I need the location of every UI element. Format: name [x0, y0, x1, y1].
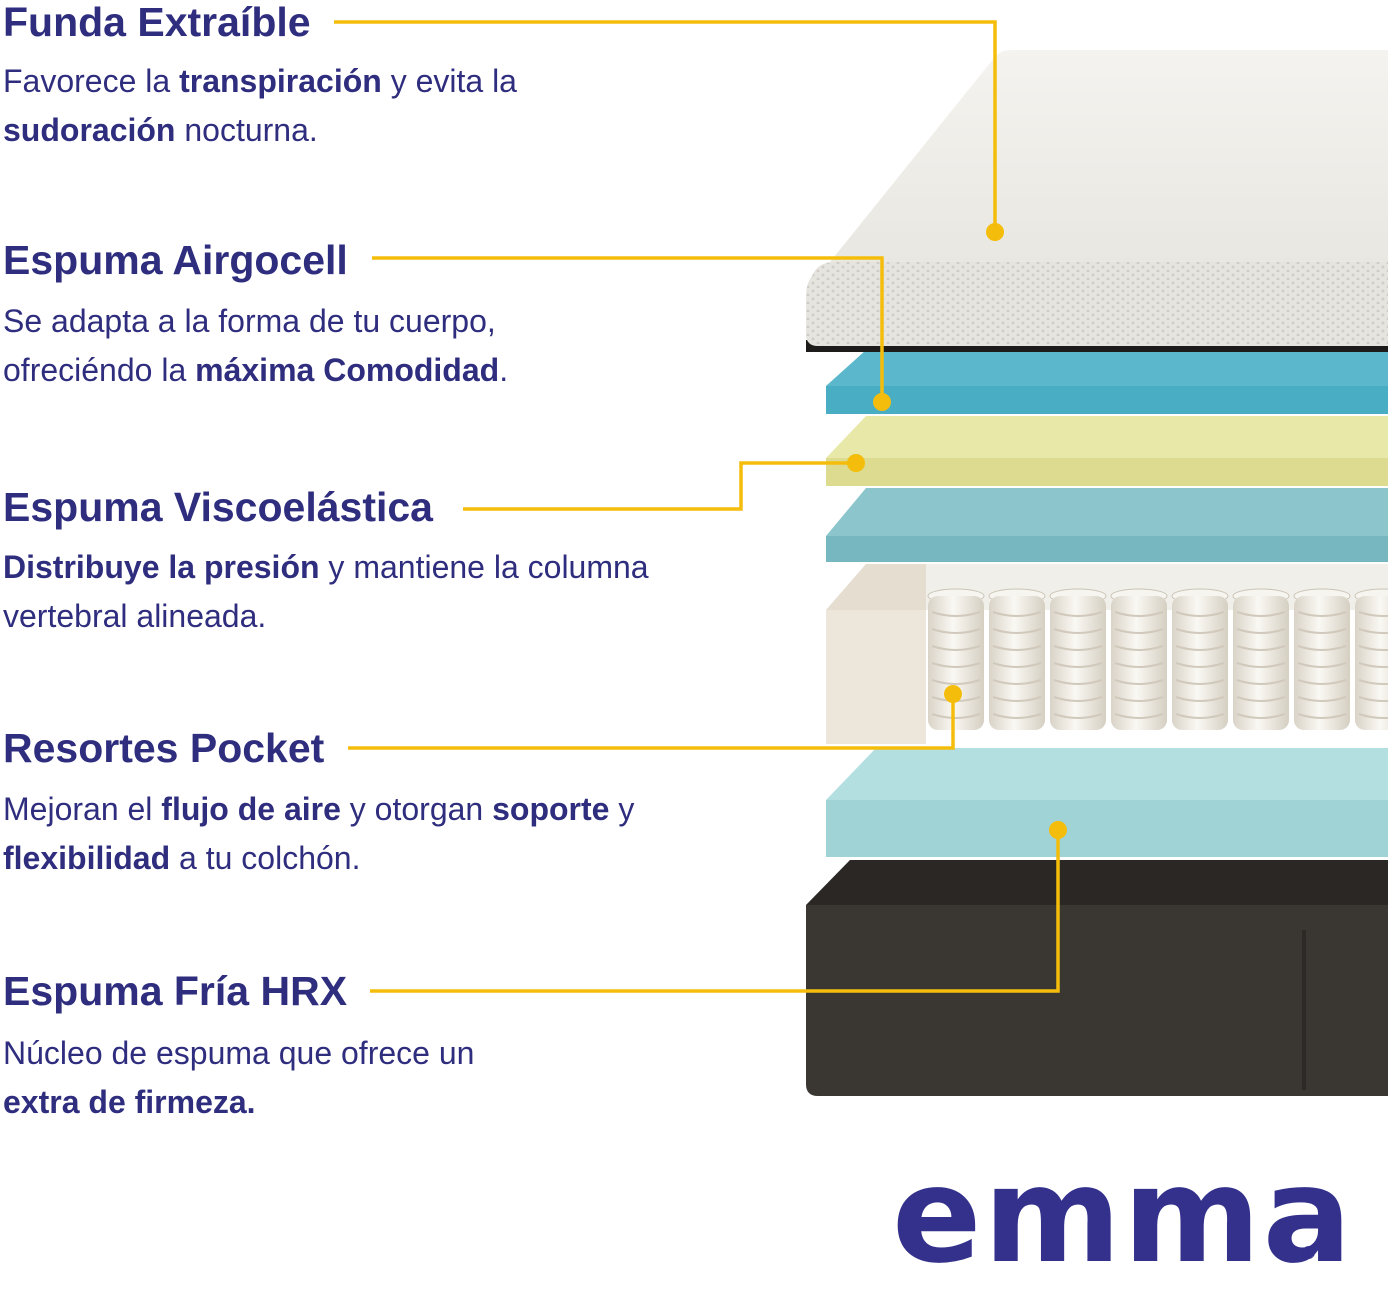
leader-dot-airgocell	[873, 393, 891, 411]
desc-bold-run: máxima Comodidad	[195, 352, 500, 388]
desc-run: nocturna.	[175, 112, 318, 148]
desc-run: vertebral alineada.	[3, 598, 267, 634]
leader-line-hrx	[370, 830, 1060, 993]
spring-coil	[1049, 588, 1107, 730]
layer-desc-hrx: Núcleo de espuma que ofrece un extra de f…	[3, 1029, 474, 1127]
leader-dots	[847, 223, 1067, 839]
desc-line: flexibilidad a tu colchón.	[3, 840, 360, 876]
desc-line: vertebral alineada.	[3, 598, 266, 634]
leader-line-pocket	[348, 694, 955, 750]
desc-line: extra de firmeza.	[3, 1084, 256, 1120]
hrx-foam-layer	[826, 748, 1388, 857]
transition-foam-layer	[826, 488, 1388, 562]
desc-line: Distribuye la presión y mantiene la colu…	[3, 549, 649, 585]
layer-desc-airgocell: Se adapta a la forma de tu cuerpo, ofreci…	[3, 297, 508, 395]
desc-line: Núcleo de espuma que ofrece un	[3, 1035, 474, 1071]
desc-run: Se adapta a la forma de tu cuerpo,	[3, 303, 496, 339]
desc-line: sudoración nocturna.	[3, 112, 318, 148]
desc-run: ofreciéndo la	[3, 352, 196, 388]
mattress-illustration	[334, 20, 1388, 1096]
desc-line: ofreciéndo la máxima Comodidad.	[3, 352, 508, 388]
spring-coil	[1171, 588, 1229, 730]
base-layer	[806, 860, 1388, 1096]
spring-coil	[1110, 588, 1168, 730]
leader-dot-hrx	[1049, 821, 1067, 839]
layer-desc-pocket: Mejoran el flujo de aire y otorgan sopor…	[3, 785, 634, 883]
layer-desc-funda: Favorece la transpiración y evita la sudo…	[3, 57, 517, 155]
layer-title-visco: Espuma Viscoelástica	[3, 484, 433, 530]
desc-run: y	[609, 791, 635, 827]
desc-run: Favorece la	[3, 63, 180, 99]
desc-line: Mejoran el flujo de aire y otorgan sopor…	[3, 791, 634, 827]
airgocell-foam-layer	[826, 350, 1388, 414]
registered-mark: ®	[1302, 1243, 1316, 1263]
layer-title-funda: Funda Extraíble	[3, 0, 311, 45]
desc-line: Se adapta a la forma de tu cuerpo,	[3, 303, 496, 339]
leader-dot-funda	[986, 223, 1004, 241]
spring-coil	[1354, 588, 1388, 730]
desc-run: Núcleo de espuma que ofrece un	[3, 1035, 475, 1071]
layer-desc-visco: Distribuye la presión y mantiene la colu…	[3, 543, 649, 641]
leader-lines	[334, 20, 1060, 993]
leader-dot-pocket	[944, 685, 962, 703]
leader-line-funda	[334, 20, 997, 232]
desc-bold-run: flexibilidad	[3, 840, 171, 876]
leader-line-visco	[463, 461, 856, 511]
desc-bold-run: transpiración	[179, 63, 382, 99]
leader-line-airgocell	[372, 256, 884, 402]
desc-bold-run: Distribuye la presión	[3, 549, 320, 585]
spring-coil	[927, 588, 985, 730]
desc-bold-run: sudoración	[3, 112, 176, 148]
desc-run: y evita la	[381, 63, 517, 99]
layer-title-hrx: Espuma Fría HRX	[3, 968, 348, 1014]
desc-run: a tu colchón.	[170, 840, 361, 876]
layer-title-airgocell: Espuma Airgocell	[3, 237, 348, 283]
desc-bold-run: flujo de aire	[161, 791, 341, 827]
spring-coil	[1232, 588, 1290, 730]
pocket-springs-layer	[826, 564, 1388, 744]
desc-run: Mejoran el	[3, 791, 162, 827]
emma-logo: emma	[892, 1139, 1354, 1293]
desc-run: y mantiene la columna	[319, 549, 649, 585]
spring-coil	[1293, 588, 1351, 730]
desc-bold-run: soporte	[492, 791, 610, 827]
desc-bold-run: extra de firmeza.	[3, 1084, 256, 1120]
leader-dot-visco	[847, 454, 865, 472]
cover-layer	[806, 50, 1388, 352]
desc-run: .	[499, 352, 509, 388]
desc-line: Favorece la transpiración y evita la	[3, 63, 517, 99]
spring-coils	[927, 588, 1388, 730]
visco-foam-layer	[826, 416, 1388, 486]
spring-coil	[988, 588, 1046, 730]
desc-run: y otorgan	[340, 791, 493, 827]
layer-title-pocket: Resortes Pocket	[3, 725, 325, 771]
